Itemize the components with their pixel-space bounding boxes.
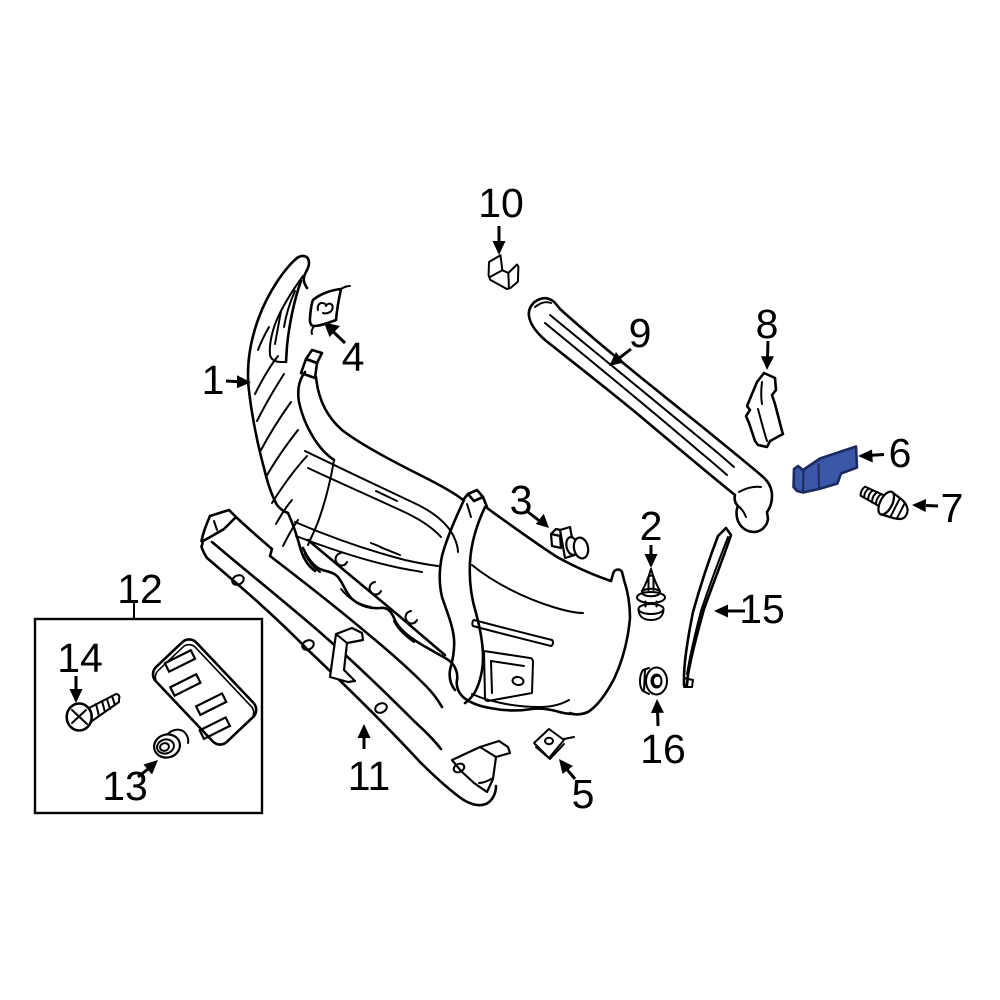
svg-text:2: 2 (640, 503, 663, 549)
svg-text:4: 4 (342, 334, 365, 380)
svg-text:9: 9 (629, 310, 652, 356)
svg-text:16: 16 (640, 726, 686, 772)
svg-text:14: 14 (57, 635, 103, 681)
svg-text:8: 8 (756, 301, 779, 347)
svg-text:3: 3 (510, 477, 533, 523)
svg-text:5: 5 (572, 771, 595, 817)
svg-text:6: 6 (889, 430, 912, 476)
svg-text:13: 13 (102, 763, 148, 809)
svg-text:7: 7 (941, 485, 964, 531)
svg-text:12: 12 (117, 566, 163, 612)
svg-text:10: 10 (478, 180, 524, 226)
svg-text:11: 11 (348, 753, 391, 799)
svg-text:15: 15 (739, 586, 785, 632)
svg-text:1: 1 (202, 357, 225, 403)
